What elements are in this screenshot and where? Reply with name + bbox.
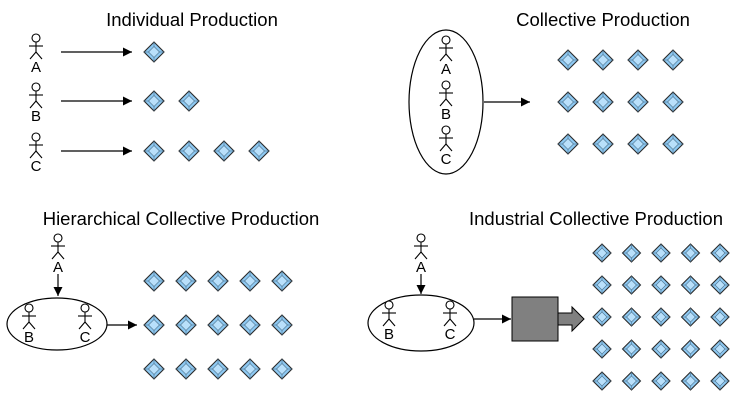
hierarchical-team-ellipse — [6, 297, 108, 351]
gem — [621, 243, 642, 263]
industrial-leader-actor: A — [414, 233, 428, 276]
gem — [178, 90, 200, 112]
collective-title: Collective Production — [516, 9, 690, 30]
gem — [143, 41, 165, 63]
gem — [621, 339, 642, 359]
gem — [627, 133, 649, 155]
industrial-actor-b: B — [382, 300, 396, 343]
gem — [592, 133, 614, 155]
industrial-title: Industrial Collective Production — [469, 208, 723, 229]
gem — [592, 371, 612, 391]
gem — [143, 314, 165, 336]
collective-actor-c-label: C — [441, 151, 452, 168]
gem — [178, 140, 200, 162]
actor-b: B — [29, 82, 43, 125]
gem — [271, 270, 293, 292]
hierarchical-leader-actor-label: A — [53, 259, 63, 276]
gem — [239, 358, 261, 380]
gem — [710, 339, 730, 359]
collective-actor-c: C — [439, 125, 453, 168]
gem — [710, 307, 730, 327]
gem — [271, 358, 293, 380]
gem — [651, 243, 671, 263]
gem — [213, 140, 235, 162]
hierarchical-actor-c-label: C — [80, 329, 91, 346]
industrial-actor-c: C — [443, 300, 457, 343]
hierarchical-leader-actor: A — [51, 233, 65, 276]
gem — [627, 91, 649, 113]
gem — [239, 314, 261, 336]
gem — [592, 91, 614, 113]
collective-actor-b: B — [439, 80, 453, 123]
gem — [143, 358, 165, 380]
gem — [271, 314, 293, 336]
gem — [557, 133, 579, 155]
gem — [207, 358, 229, 380]
individual-title: Individual Production — [106, 9, 278, 30]
hierarchical-title: Hierarchical Collective Production — [43, 208, 320, 229]
gem — [710, 243, 730, 263]
gem — [621, 307, 642, 327]
collective-actor-a: A — [439, 35, 453, 78]
actors-layer: A B C A B C A B C A B C — [22, 33, 457, 346]
gem — [680, 307, 701, 327]
hierarchical-actor-c: C — [78, 303, 92, 346]
collective-team-ellipse — [408, 29, 484, 175]
gem — [680, 243, 701, 263]
gem — [662, 91, 684, 113]
gem — [239, 270, 261, 292]
gem — [143, 90, 165, 112]
actor-c-label: C — [31, 158, 42, 175]
gem — [592, 49, 614, 71]
industrial-team-ellipse — [367, 294, 475, 352]
gem — [651, 339, 671, 359]
gem — [207, 270, 229, 292]
gem — [143, 270, 165, 292]
gem — [680, 339, 701, 359]
gems-layer — [143, 41, 730, 391]
gem — [592, 307, 612, 327]
industrial-actor-c-label: C — [445, 326, 456, 343]
gem — [621, 371, 642, 391]
gem — [175, 314, 197, 336]
gem — [207, 314, 229, 336]
gem — [662, 133, 684, 155]
gem — [621, 275, 642, 295]
actor-c: C — [29, 132, 43, 175]
actor-b-label: B — [31, 108, 41, 125]
gem — [557, 91, 579, 113]
gem — [592, 275, 612, 295]
gem — [592, 339, 612, 359]
hierarchical-actor-b: B — [22, 303, 36, 346]
actor-a-label: A — [31, 59, 41, 76]
arrows-layer — [53, 47, 530, 330]
collective-actor-a-label: A — [441, 61, 451, 78]
gem — [710, 371, 730, 391]
gem — [175, 358, 197, 380]
gem — [592, 243, 612, 263]
gem — [143, 140, 165, 162]
gem — [680, 275, 701, 295]
gem — [651, 275, 671, 295]
gem — [710, 275, 730, 295]
gem — [248, 140, 270, 162]
gem — [680, 371, 701, 391]
industrial-actor-b-label: B — [384, 326, 394, 343]
gem — [651, 371, 671, 391]
collective-actor-b-label: B — [441, 106, 451, 123]
gem — [627, 49, 649, 71]
machine-block-icon — [511, 296, 585, 342]
gem — [557, 49, 579, 71]
industrial-leader-actor-label: A — [416, 259, 426, 276]
actor-a: A — [29, 33, 43, 76]
gem — [651, 307, 671, 327]
gem — [662, 49, 684, 71]
hierarchical-actor-b-label: B — [24, 329, 34, 346]
gem — [175, 270, 197, 292]
